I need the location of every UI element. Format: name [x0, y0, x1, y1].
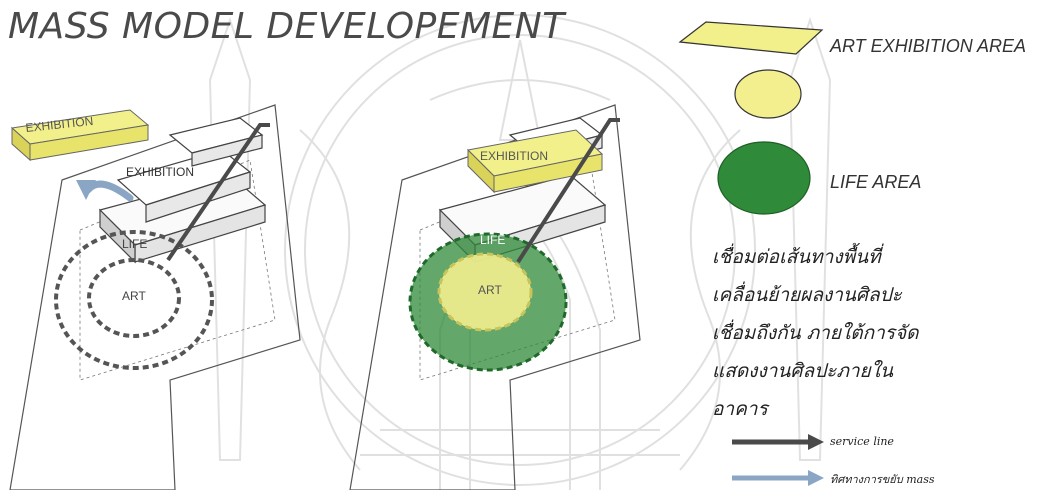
description-line: เคลื่อนย้ายผลงานศิลปะ	[712, 284, 902, 306]
art-label: ART	[478, 283, 502, 297]
life-label: LIFE	[480, 233, 505, 247]
art-label: ART	[122, 289, 146, 303]
exhibition-block-label: EXHIBITION	[126, 165, 194, 179]
legend-life-swatch	[717, 141, 811, 215]
site-outline	[349, 104, 641, 490]
art-area-ring	[87, 258, 181, 338]
service-line-arrow-icon	[732, 434, 824, 450]
description-line: เชื่อมถึงกัน ภายใต้การจัด	[712, 322, 919, 344]
mass-shift-arrow	[84, 180, 134, 202]
art-area	[437, 252, 533, 332]
exhibition-slab	[466, 129, 604, 194]
legend-art-swatch	[734, 69, 802, 119]
legend-art-exhibition-swatch	[678, 21, 824, 55]
exhibition-block-label: EXHIBITION	[480, 149, 548, 163]
life-area-ring	[54, 230, 214, 370]
service-line	[166, 123, 270, 262]
page-title: MASS MODEL DEVELOPEMENT	[8, 6, 565, 47]
description-line: แสดงงานศิลปะภายใน	[712, 360, 893, 382]
description-line: เชื่อมต่อเส้นทางพื้นที่	[712, 246, 881, 268]
life-label: LIFE	[122, 237, 147, 251]
service-line	[516, 118, 620, 264]
mass-shift-label: ทิศทางการขยับ mass	[830, 473, 935, 486]
site-outline	[9, 104, 301, 490]
legend-art-exhibition-label: ART EXHIBITION AREA	[830, 36, 1027, 56]
legend-life-label: LIFE AREA	[830, 172, 922, 192]
description-line: อาคาร	[712, 398, 768, 420]
mass-model-diagram-after: EXHIBITION LIFE ART	[349, 104, 641, 490]
description-text: เชื่อมต่อเส้นทางพื้นที่ เคลื่อนย้ายผลงาน…	[712, 238, 952, 428]
mass-shift-arrow-icon	[732, 470, 824, 486]
floating-exhibition-slab	[10, 109, 150, 162]
service-line-label: service line	[830, 435, 894, 448]
mass-model-diagram-before: EXHIBITION EXHIBITION LIFE ART	[9, 104, 301, 490]
